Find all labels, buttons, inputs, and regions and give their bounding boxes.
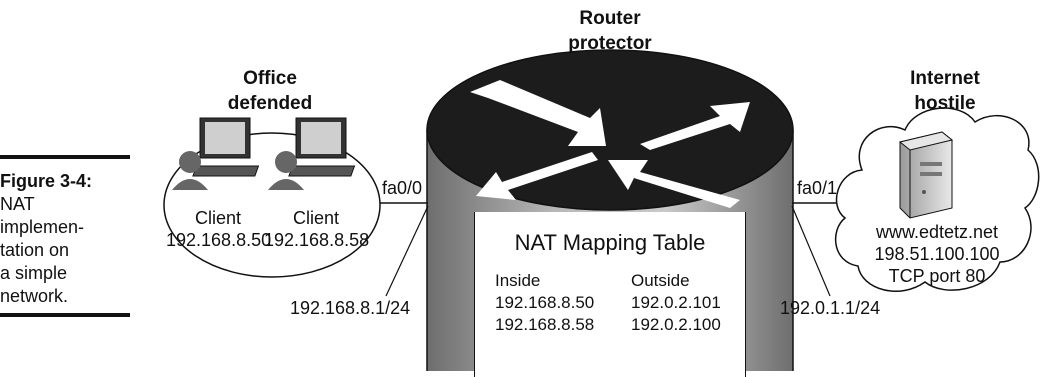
server-icon	[898, 131, 954, 219]
nat-table-title: NAT Mapping Table	[514, 230, 706, 255]
router-name: Router	[579, 8, 641, 29]
router-title: Router protector	[530, 6, 690, 56]
server-port: TCP port 80	[888, 266, 986, 286]
internet-title: Internet hostile	[880, 66, 1010, 116]
figure-description: NAT implemen- tation on a simple network…	[0, 194, 85, 306]
client-workstation-icon	[268, 117, 356, 190]
nat-outside-ip: 192.0.2.101	[631, 293, 721, 312]
server-ip: 198.51.100.100	[874, 244, 1000, 264]
inside-ip-leader	[385, 205, 429, 297]
nat-inside-column: Inside 192.168.8.50 192.168.8.58	[495, 270, 594, 336]
client-label: Client	[194, 208, 242, 228]
internet-name: Internet	[910, 68, 980, 89]
inside-interface-ip: 192.168.8.1/24	[290, 298, 411, 318]
nat-inside-ip: 192.168.8.58	[495, 315, 595, 334]
caption-top-rule	[0, 155, 130, 159]
office-role: defended	[227, 93, 313, 114]
outside-interface-ip: 192.0.1.1/24	[780, 298, 881, 318]
nat-outside-header: Outside	[631, 271, 690, 290]
client-ip: 192.168.8.50	[166, 230, 272, 250]
nat-inside-header: Inside	[495, 271, 541, 290]
office-title: Office defended	[190, 66, 350, 116]
outside-interface-label: fa0/1	[797, 178, 838, 198]
figure-caption: Figure 3-4: NAT implemen- tation on a si…	[0, 170, 130, 308]
internet-role: hostile	[914, 93, 976, 114]
router-arrows-icon	[470, 80, 750, 208]
router-role: protector	[568, 33, 652, 54]
server-hostname: www.edtetz.net	[875, 222, 999, 242]
outside-ip-leader	[791, 205, 831, 297]
client-ip: 192.168.8.58	[264, 230, 370, 250]
inside-interface-label: fa0/0	[382, 178, 423, 198]
nat-outside-column: Outside 192.0.2.101 192.0.2.100	[631, 270, 721, 336]
caption-bottom-rule	[0, 313, 130, 317]
nat-mapping-table: NAT Mapping Table Inside 192.168.8.50 19…	[474, 212, 746, 377]
client-label: Client	[292, 208, 340, 228]
office-name: Office	[243, 68, 297, 89]
nat-outside-ip: 192.0.2.100	[631, 315, 721, 334]
client-workstation-icon	[172, 117, 260, 190]
figure-label: Figure 3-4:	[0, 171, 93, 191]
nat-inside-ip: 192.168.8.50	[495, 293, 595, 312]
